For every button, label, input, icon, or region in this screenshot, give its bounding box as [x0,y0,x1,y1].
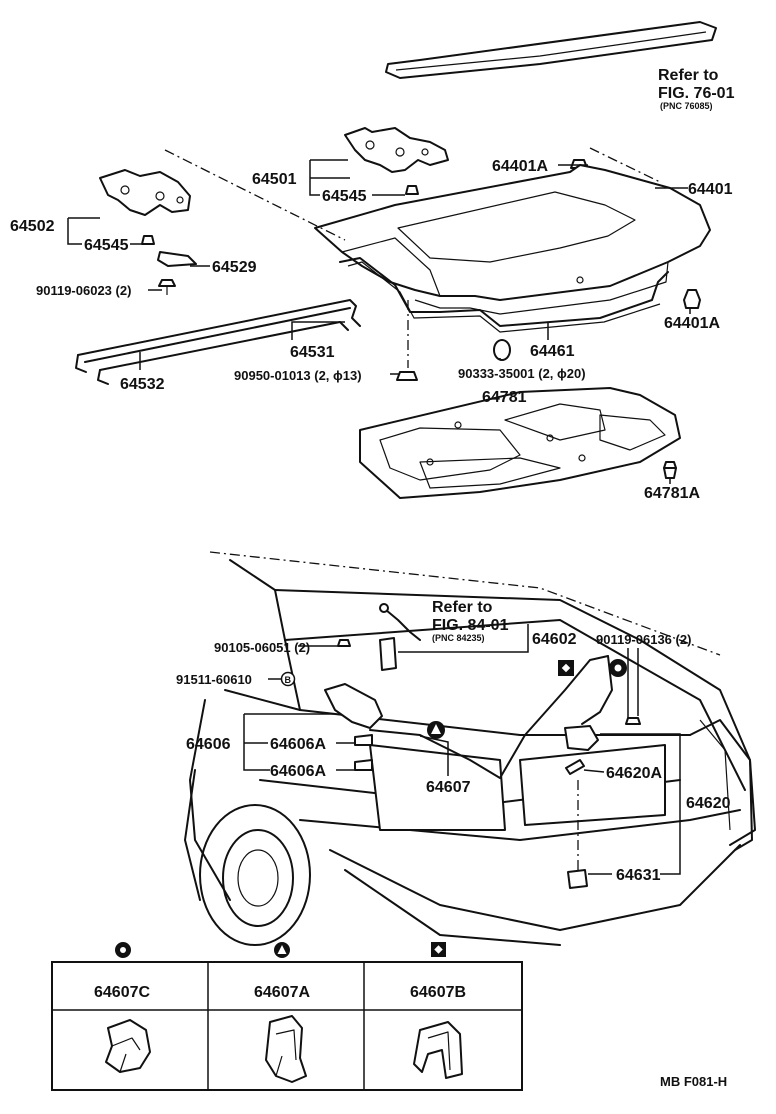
table-header-64607a: 64607A [254,984,310,1001]
label-64607: 64607 [426,779,471,796]
label-64401a-top: 64401A [492,158,548,175]
marker-symbols: B [280,659,627,739]
clip-a-drawing [265,1015,307,1083]
label-90119-06136: 90119-06136 (2) [596,632,691,647]
label-90119-06023: 90119-06023 (2) [36,283,131,298]
label-64606: 64606 [186,736,231,753]
label-64781a: 64781A [644,485,700,502]
leader-lines [67,147,691,875]
lock-latch-cable-drawing [324,603,641,889]
figure-code: MB F081-H [660,1074,727,1089]
circle-marker-icon [609,659,627,677]
triangle-marker-icon [427,721,445,739]
label-64602: 64602 [532,631,577,648]
clip-c-drawing [105,1019,151,1073]
part-labels: 64401 64401A 64401A 64501 64545 64502 64… [10,158,733,884]
ref1-line1: Refer to [658,67,719,84]
label-64545-left: 64545 [84,237,129,254]
label-90333-35001: 90333-35001 (2, ϕ20) [458,366,586,381]
trunk-lid-drawing [314,164,711,315]
label-64631: 64631 [616,867,661,884]
ref2-line3: (PNC 84235) [432,633,485,643]
label-64461: 64461 [530,343,575,360]
ref1-line3: (PNC 76085) [660,101,713,111]
label-64620a: 64620A [606,765,662,782]
table-header-64607b: 64607B [410,984,466,1001]
trunk-trim-panel-drawing [359,387,681,499]
table-diamond-marker-icon [431,942,446,957]
label-90950-01013: 90950-01013 (2, ϕ13) [234,368,362,383]
ref2-line1: Refer to [432,599,493,616]
hinge-right-drawing [344,127,449,173]
weatherstrip-drawing [339,257,669,333]
label-64529: 64529 [212,259,257,276]
label-64606a-1: 64606A [270,736,326,753]
table-triangle-marker-icon [274,942,290,958]
bolts-and-washers [141,159,701,479]
hinge-left-drawing [99,169,191,216]
label-91511-60610: 91511-60610 [176,672,252,687]
label-90105-06051: 90105-06051 (2) [214,640,310,655]
table-header-64607c: 64607C [94,984,150,1001]
ref2-line2: FIG. 84-01 [432,617,509,634]
label-64401: 64401 [688,181,733,198]
label-64781: 64781 [482,389,527,406]
svg-text:B: B [285,675,292,685]
label-64501: 64501 [252,171,297,188]
table-circle-marker-icon [115,942,131,958]
reference-notes: Refer to FIG. 76-01 (PNC 76085) Refer to… [432,67,735,643]
diamond-marker-icon [558,660,574,676]
clip-table: 64607C 64607A 64607B [51,942,523,1091]
rear-spoiler-drawing [385,21,717,79]
b-marker-icon: B [280,671,296,687]
label-64620: 64620 [686,795,731,812]
label-64502: 64502 [10,218,55,235]
label-64531: 64531 [290,344,335,361]
clip-b-drawing [413,1021,463,1079]
label-64606a-2: 64606A [270,763,326,780]
ref1-line2: FIG. 76-01 [658,85,735,102]
label-64532: 64532 [120,376,165,393]
label-64545-top: 64545 [322,188,367,205]
label-64401a-right: 64401A [664,315,720,332]
